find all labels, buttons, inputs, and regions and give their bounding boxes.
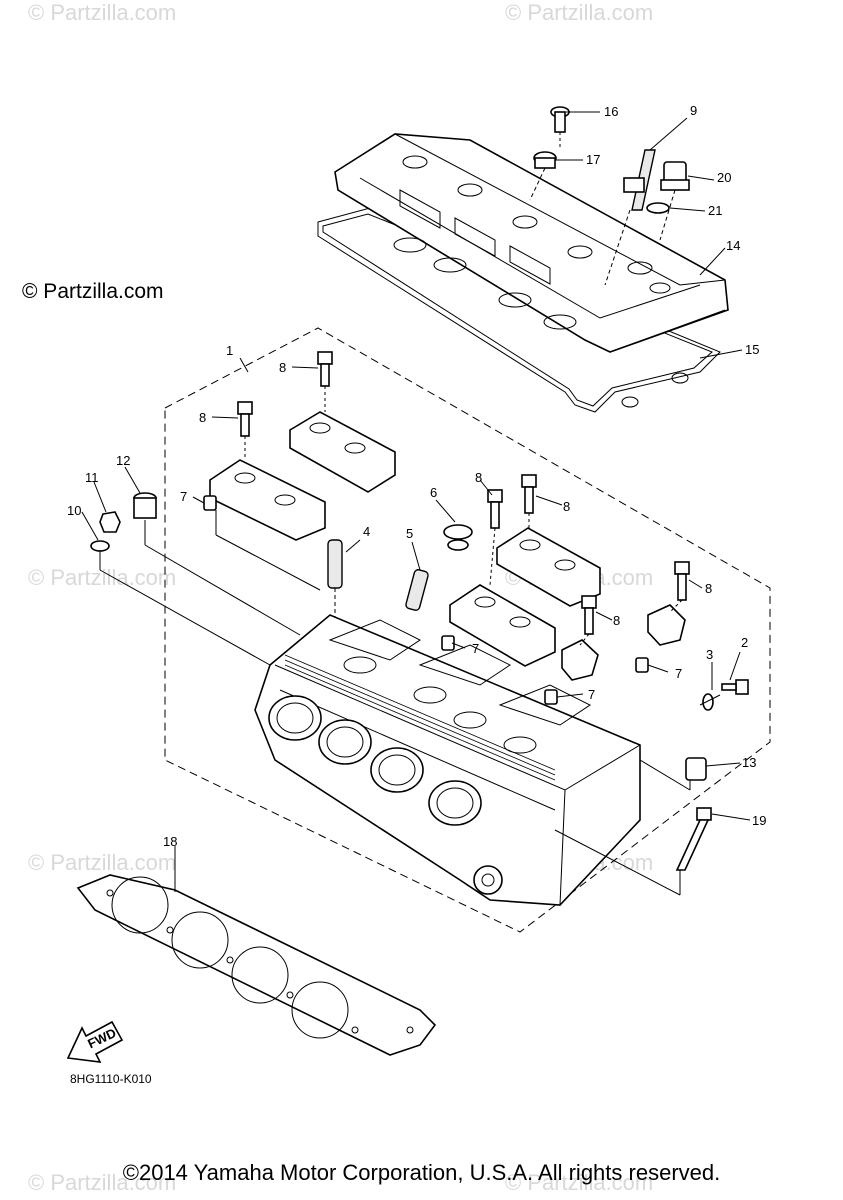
cam-cap-mid-right bbox=[449, 584, 556, 667]
cylinder-head-cover bbox=[317, 133, 729, 413]
plug-6 bbox=[443, 524, 473, 551]
callout-8: 8 bbox=[705, 581, 712, 596]
catalog-code: 8HG1110-K010 bbox=[70, 1072, 152, 1086]
callout-8: 8 bbox=[475, 470, 482, 485]
head-gasket-18 bbox=[76, 874, 437, 1056]
callout-8: 8 bbox=[563, 499, 570, 514]
dowel-pin-7 bbox=[441, 635, 455, 651]
callout-numbers: 1 2 3 4 5 6 7 7 7 7 8 8 8 8 8 8 9 10 11 … bbox=[67, 103, 766, 849]
callout-3: 3 bbox=[706, 647, 713, 662]
copyright-notice: ©2014 Yamaha Motor Corporation, U.S.A. A… bbox=[122, 1160, 721, 1185]
watermark-faint: © Partzilla.com bbox=[28, 1170, 176, 1195]
spark-plug-9 bbox=[604, 149, 656, 286]
washer-3 bbox=[702, 693, 714, 711]
callout-5: 5 bbox=[406, 526, 413, 541]
grommet-17 bbox=[529, 151, 557, 201]
collar-12 bbox=[133, 492, 157, 519]
callout-8: 8 bbox=[279, 360, 286, 375]
callout-19: 19 bbox=[752, 813, 766, 828]
callout-11: 11 bbox=[85, 470, 99, 485]
dowel-pin-7 bbox=[544, 689, 558, 705]
tube-5 bbox=[405, 569, 429, 611]
watermark-main: © Partzilla.com bbox=[22, 280, 164, 303]
callout-14: 14 bbox=[726, 238, 740, 253]
bolt-8 bbox=[521, 474, 537, 528]
cover-bolt-16 bbox=[550, 106, 570, 150]
bolt-8 bbox=[487, 489, 503, 586]
callout-7: 7 bbox=[180, 489, 187, 504]
callout-17: 17 bbox=[586, 152, 600, 167]
washer-10 bbox=[90, 540, 110, 552]
bolt-8 bbox=[579, 595, 597, 646]
dowel-pin-7 bbox=[203, 495, 217, 511]
bolt-8 bbox=[669, 561, 690, 613]
cam-cap-upper-right bbox=[496, 527, 601, 607]
watermark-faint: © Partzilla.com bbox=[505, 1170, 653, 1195]
callout-15: 15 bbox=[745, 342, 759, 357]
cam-cap-upper-left bbox=[289, 411, 396, 493]
watermark-faint: © Partzilla.com bbox=[505, 0, 653, 25]
leader-lines bbox=[81, 111, 751, 896]
callout-20: 20 bbox=[717, 170, 731, 185]
callout-8: 8 bbox=[613, 613, 620, 628]
o-ring-21 bbox=[646, 202, 670, 214]
watermark-faint: © Partzilla.com bbox=[28, 0, 176, 25]
callout-6: 6 bbox=[430, 485, 437, 500]
callout-16: 16 bbox=[604, 104, 618, 119]
watermark-faint: © Partzilla.com bbox=[28, 850, 176, 875]
collar-13 bbox=[685, 757, 707, 781]
watermark-faint: © Partzilla.com bbox=[28, 565, 176, 590]
dowel-pin-7 bbox=[635, 657, 649, 673]
callout-7: 7 bbox=[472, 641, 479, 656]
bolt-8 bbox=[317, 351, 333, 412]
callout-10: 10 bbox=[67, 503, 81, 518]
callout-8: 8 bbox=[199, 410, 206, 425]
callout-7: 7 bbox=[588, 687, 595, 702]
nut-11 bbox=[99, 511, 121, 533]
cam-cap-mid-left bbox=[209, 459, 326, 541]
callout-2: 2 bbox=[741, 635, 748, 650]
callout-4: 4 bbox=[363, 524, 370, 539]
bolt-19 bbox=[675, 807, 712, 871]
cam-cap-end-right bbox=[647, 604, 686, 646]
callout-9: 9 bbox=[690, 103, 697, 118]
callout-13: 13 bbox=[742, 755, 756, 770]
callout-21: 21 bbox=[708, 203, 722, 218]
callout-7: 7 bbox=[675, 666, 682, 681]
bolt-8 bbox=[237, 401, 253, 460]
callout-12: 12 bbox=[116, 453, 130, 468]
callout-18: 18 bbox=[163, 834, 177, 849]
assembly-outline-dashed bbox=[164, 327, 771, 933]
forward-arrow-icon: FWD bbox=[66, 1020, 124, 1063]
callout-1: 1 bbox=[226, 343, 233, 358]
cam-cap-small-right bbox=[561, 639, 599, 681]
oil-filler-cap-20 bbox=[659, 161, 690, 241]
cylinder-head bbox=[254, 614, 641, 906]
bolt-2 bbox=[721, 679, 749, 695]
